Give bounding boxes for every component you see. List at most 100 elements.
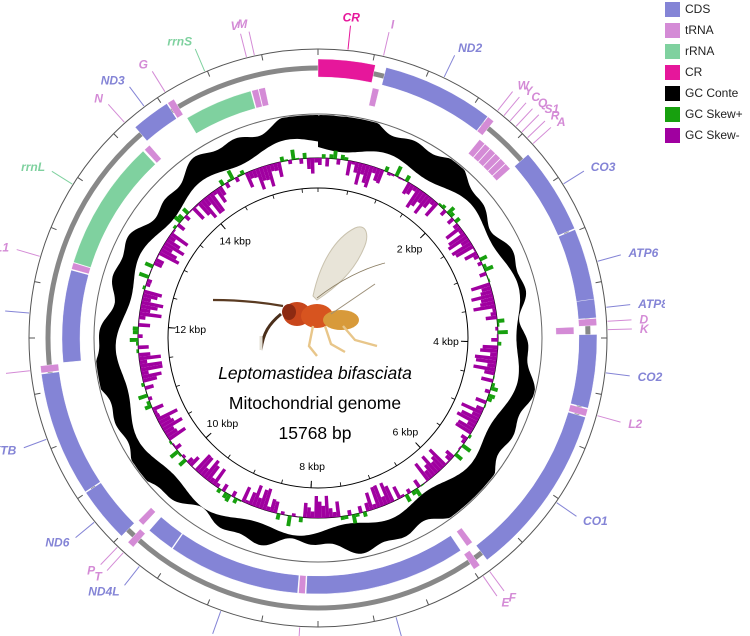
gc-skew-bar <box>206 465 220 482</box>
gc-skew-bar <box>203 196 212 207</box>
gene-label-co2: CO2 <box>638 370 663 384</box>
gene-label-s1: S1 <box>544 102 559 116</box>
leader-d <box>607 319 632 322</box>
gc-skew-bar <box>287 159 293 165</box>
gene-label-co3: CO3 <box>591 160 616 174</box>
gc-skew-bar <box>480 376 494 383</box>
feature-nd4 <box>172 533 300 594</box>
gc-skew-bar <box>361 164 371 184</box>
gc-skew-bar <box>241 486 252 503</box>
gc-skew-bar <box>258 166 267 182</box>
gc-skew-bar <box>484 388 491 394</box>
leader-rrns <box>194 48 206 72</box>
gene-label-atp6: ATP6 <box>628 246 659 260</box>
label-leaders <box>5 25 632 636</box>
gc-skew-bar <box>138 352 151 357</box>
gc-skew-bar <box>430 455 444 470</box>
gc-skew-bar <box>166 238 181 250</box>
outer-tick <box>553 494 559 499</box>
gc-skew-bar <box>139 307 151 314</box>
leader-f <box>489 571 505 592</box>
gc-skew-bar <box>218 179 225 187</box>
gc-skew-bar <box>244 172 255 188</box>
gc-skew-bar <box>248 491 257 506</box>
gc-skew-bar <box>186 457 194 464</box>
gc-skew-bar <box>200 199 218 219</box>
kbp-minor-tick <box>436 422 441 426</box>
gc-skew-bar <box>481 285 492 293</box>
gene-label-g: G <box>139 58 148 72</box>
gc-skew-bar <box>484 369 495 376</box>
gc-skew-bar <box>170 232 189 247</box>
gc-skew-bar <box>363 165 374 188</box>
legend-swatch <box>665 128 680 143</box>
gc-skew-bar <box>347 509 352 516</box>
gc-skew-bar <box>482 344 498 350</box>
leader-nd4l <box>124 566 140 586</box>
gc-skew-bar <box>473 254 480 261</box>
gc-skew-bar <box>475 396 487 405</box>
gc-skew-bar <box>224 182 231 189</box>
leader-rrnl <box>51 170 73 185</box>
kbp-minor-tick <box>220 223 224 228</box>
gc-skew-bar <box>324 495 330 518</box>
gc-skew-bar <box>473 364 496 372</box>
kbp-minor-tick <box>399 213 403 218</box>
gc-skew-bar <box>142 285 146 290</box>
outer-tick <box>113 537 119 543</box>
gc-skew-bar <box>458 229 464 235</box>
gc-skew-bar <box>310 158 315 174</box>
gc-skew-bar <box>181 453 187 459</box>
gene-label-w: W <box>518 78 531 92</box>
genome-map: CRIND2WYCQS1RACO3ATP6ATP8DKCO2L2CO1FEND5… <box>0 11 665 636</box>
feature-nd4l <box>148 516 183 549</box>
legend-label: CDS <box>685 2 711 16</box>
gc-skew-bar <box>172 442 176 447</box>
gene-label-nd4l: ND4L <box>88 585 119 599</box>
gc-skew-bar <box>162 417 183 432</box>
gc-skew-bar <box>314 495 318 518</box>
gene-label-cytb: CYTB <box>0 444 17 458</box>
gc-skew-bar <box>155 257 165 265</box>
outer-tick <box>77 177 83 182</box>
gc-skew-bar <box>137 393 149 401</box>
gc-skew-bar <box>394 165 403 177</box>
gc-skew-bar <box>194 454 212 472</box>
gc-skew-bar <box>345 160 352 176</box>
kbp-tick-label: 2 kbp <box>397 244 423 256</box>
gene-label-p: P <box>87 563 96 577</box>
gc-skew-bar <box>239 169 245 176</box>
outer-tick <box>50 226 57 231</box>
gc-skew-bar <box>262 488 273 511</box>
gc-skew-bar <box>141 296 152 303</box>
gc-skew-bar <box>227 178 232 183</box>
gene-label-l1: L1 <box>0 240 9 254</box>
gc-skew-bar <box>302 502 308 518</box>
gc-skew-bar <box>138 322 151 328</box>
gc-skew-bar <box>490 311 497 317</box>
feature-q <box>478 148 496 167</box>
gc-skew-bar <box>212 190 218 196</box>
gc-skew-bar <box>405 188 421 209</box>
gc-skew-bar <box>417 192 427 204</box>
outer-tick <box>157 573 162 579</box>
gc-skew-bar <box>255 168 267 190</box>
feature-k <box>555 326 575 335</box>
gc-skew-bar <box>429 199 436 206</box>
gene-label-atp8: ATP8 <box>637 297 665 311</box>
gc-skew-bar <box>275 513 281 520</box>
gc-skew-bar <box>142 293 158 301</box>
gc-skew-bar <box>251 169 259 179</box>
gc-skew-bar <box>362 511 368 518</box>
gc-skew-bar <box>394 499 399 501</box>
gc-skew-bar <box>325 158 330 167</box>
gc-skew-bar <box>364 492 374 511</box>
feature-nd1 <box>61 269 89 363</box>
outer-tick <box>553 177 559 182</box>
gc-skew-bar <box>216 487 222 494</box>
center-text: Leptomastidea bifasciata Mitochondrial g… <box>180 363 450 444</box>
kbp-minor-tick <box>188 411 193 414</box>
leader-co2 <box>605 372 630 377</box>
gc-skew-bar <box>413 479 421 488</box>
